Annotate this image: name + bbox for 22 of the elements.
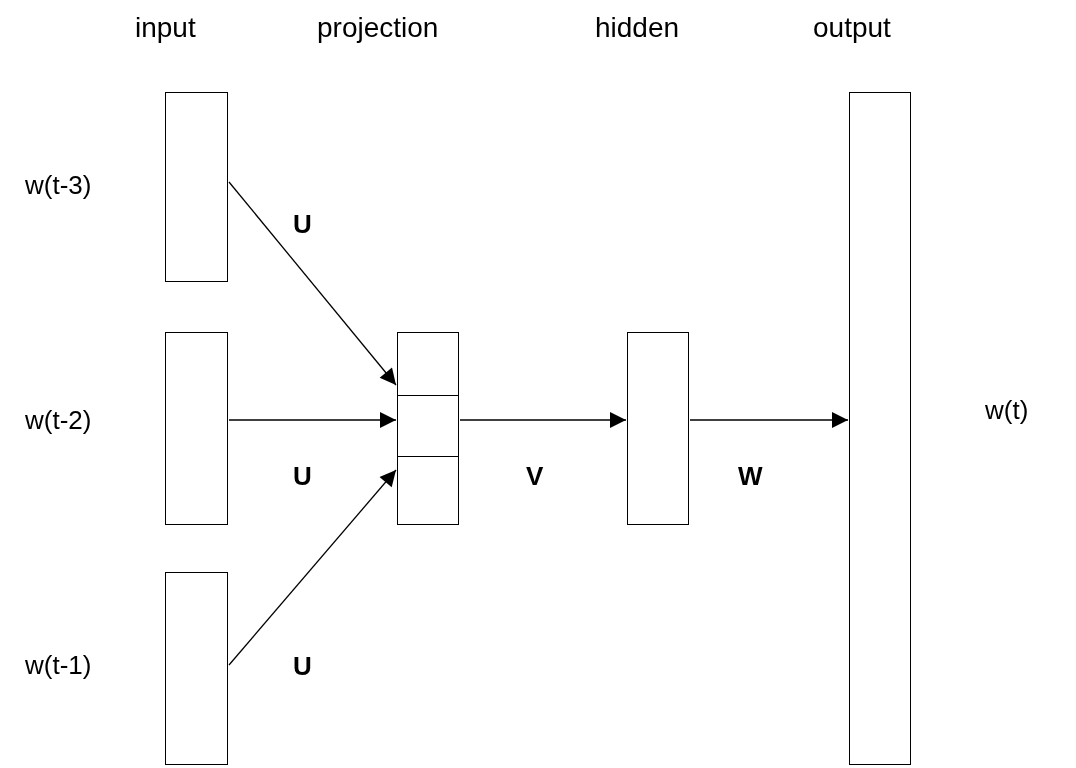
word-label: w(t-2)	[25, 407, 92, 433]
arrow	[459, 412, 627, 428]
layer-box	[165, 92, 228, 282]
word-label: w(t-1)	[25, 652, 92, 678]
column-heading: hidden	[595, 14, 680, 42]
vector-cell	[397, 395, 459, 457]
arrow	[228, 412, 397, 428]
column-heading: input	[135, 14, 196, 42]
layer-box	[849, 92, 911, 765]
arrow	[228, 181, 397, 386]
layer-box	[165, 572, 228, 765]
word-label: w(t)	[985, 397, 1029, 423]
layer-box	[397, 332, 459, 525]
column-heading: output	[813, 14, 891, 42]
arrow	[689, 412, 849, 428]
layer-box	[627, 332, 689, 525]
vector-cell	[397, 457, 459, 525]
layer-box	[165, 332, 228, 525]
vector-cell	[397, 332, 459, 396]
arrow	[228, 469, 397, 666]
word-label: w(t-3)	[25, 172, 92, 198]
column-heading: projection	[317, 14, 439, 42]
